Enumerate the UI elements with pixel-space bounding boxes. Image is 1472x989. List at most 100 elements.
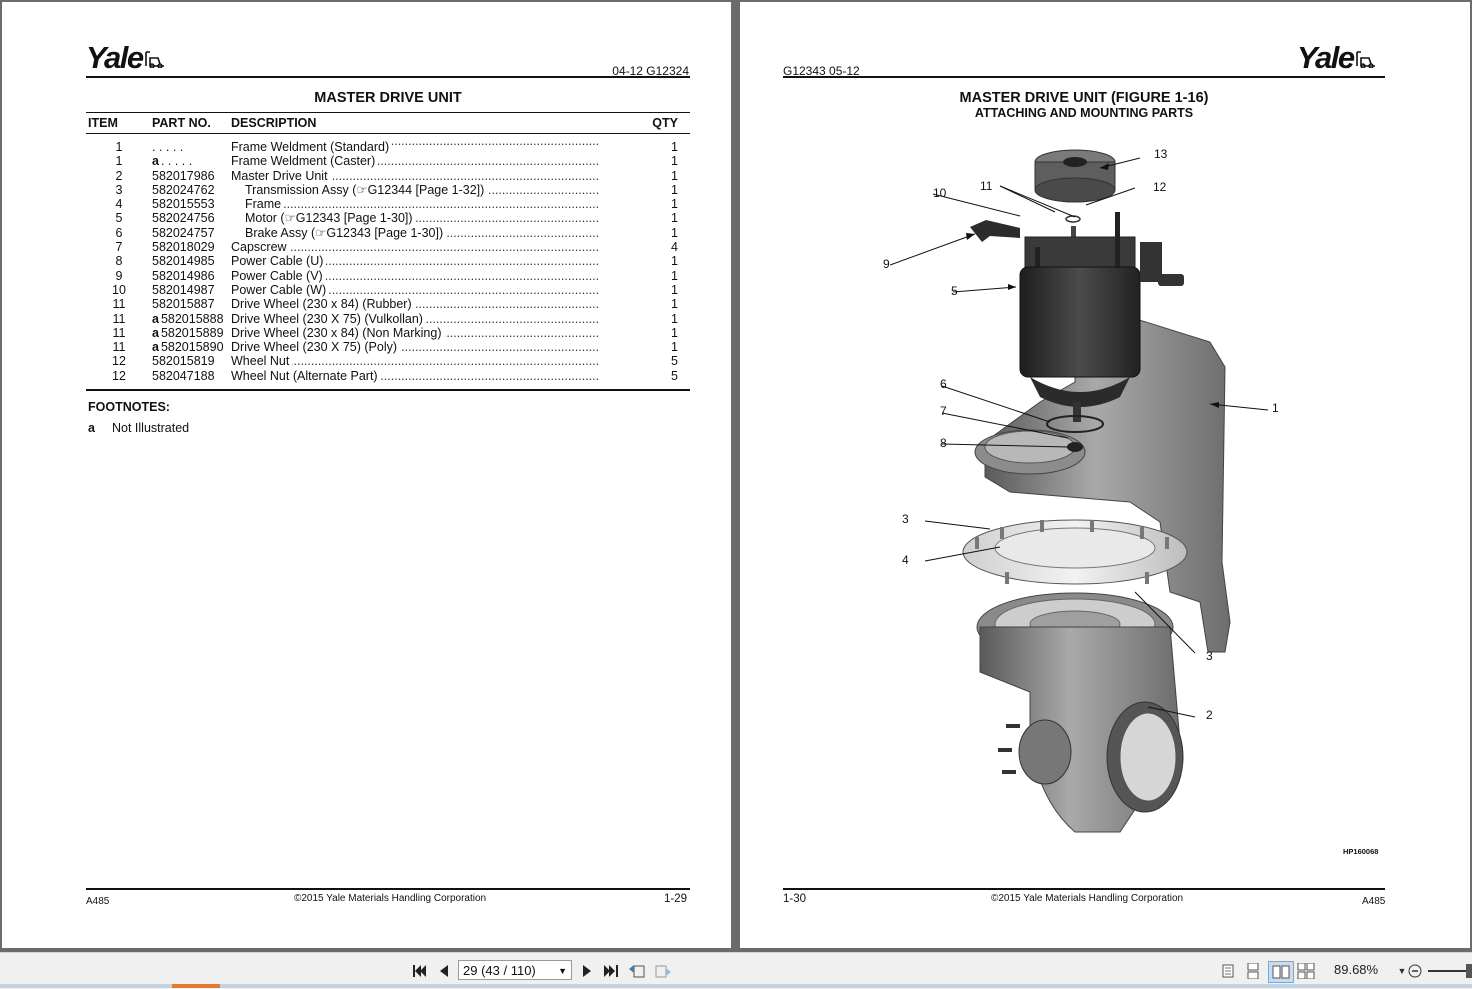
part-number: 582018029: [152, 240, 215, 255]
part-number: 582015888: [160, 311, 224, 326]
cell-item: 11: [112, 311, 126, 326]
description-text: Power Cable (U): [231, 254, 327, 269]
last-page-button[interactable]: [601, 961, 621, 981]
part-number: 582024762: [152, 182, 215, 197]
cell-description: ........................................…: [231, 325, 640, 340]
col-part-no: PART NO.: [152, 112, 231, 134]
cell-part-no: 582015819: [152, 354, 231, 368]
footer-left: A485: [86, 896, 110, 907]
header-rule: [86, 76, 690, 78]
single-page-view-button[interactable]: [1218, 961, 1238, 981]
description-text: Transmission Assy (☞G12344 [Page 1-32]): [231, 182, 488, 197]
cell-description: ........................................…: [231, 354, 640, 369]
footnotes-title: FOOTNOTES:: [88, 400, 170, 414]
cell-qty: 1: [671, 211, 678, 226]
cell-qty: 1: [671, 311, 678, 326]
footer-right: A485: [1362, 896, 1386, 907]
continuous-view-button[interactable]: [1243, 961, 1263, 981]
col-description: DESCRIPTION: [231, 112, 640, 134]
callout-6: 6: [940, 377, 947, 391]
zoom-slider[interactable]: [1428, 970, 1472, 972]
page-subtitle: ATTACHING AND MOUNTING PARTS: [974, 106, 1194, 120]
cell-qty: 1: [671, 197, 678, 212]
cell-description: ........................................…: [231, 154, 640, 169]
zoom-dropdown-button[interactable]: ▼: [1392, 961, 1412, 981]
cell-item: 7: [115, 240, 123, 255]
previous-page-icon: [440, 965, 448, 977]
cell-part-no: 582047188: [152, 369, 231, 383]
cell-part-no: 582024757: [152, 226, 231, 240]
description-text: Power Cable (V): [231, 268, 326, 283]
table-row: 3582024762..............................…: [86, 182, 690, 197]
table-row: 11a582015888............................…: [86, 311, 690, 326]
page-number-value: 29 (43 / 110): [463, 963, 536, 978]
description-text: Drive Wheel (230 X 75) (Poly): [231, 340, 401, 355]
footer-copyright: ©2015 Yale Materials Handling Corporatio…: [991, 893, 1184, 904]
page-title: MASTER DRIVE UNIT (FIGURE 1-16): [959, 90, 1209, 106]
part-number: 582015889: [160, 325, 224, 340]
previous-view-button[interactable]: [627, 961, 647, 981]
facing-view-button[interactable]: [1268, 961, 1294, 983]
table-row: 7 582018029..............................…: [86, 240, 690, 255]
cell-description: ........................................…: [231, 340, 640, 355]
cell-part-no: 582018029: [152, 240, 231, 254]
first-page-button[interactable]: [410, 961, 430, 981]
callout-8: 8: [940, 436, 947, 450]
next-page-button[interactable]: [577, 961, 597, 981]
cell-item: 12: [112, 368, 126, 383]
description-text: Frame Weldment (Standard): [231, 140, 393, 154]
callout-5: 5: [951, 284, 958, 298]
footer-page-number: 1-30: [783, 893, 807, 905]
cell-item: 11: [112, 297, 126, 312]
callout-10: 10: [933, 186, 947, 200]
dot-leader: ........................................…: [231, 240, 600, 255]
part-number: 582015890: [160, 340, 224, 355]
chevron-down-icon[interactable]: ▼: [558, 966, 567, 976]
cell-part-no: a. . . . .: [152, 154, 231, 168]
cell-qty: 1: [671, 282, 678, 297]
cell-item: 9: [115, 268, 123, 283]
cell-item: 3: [115, 182, 123, 197]
continuous-facing-view-button[interactable]: [1296, 961, 1316, 981]
previous-page-button[interactable]: [434, 961, 454, 981]
cell-description: ........................................…: [231, 168, 640, 183]
cell-part-no: 582024756: [152, 211, 231, 225]
cell-item: 1: [115, 154, 123, 169]
facing-pages-icon: [1272, 965, 1290, 979]
callout-7: 7: [940, 404, 947, 418]
cell-item: 11: [112, 325, 126, 340]
cell-qty: 1: [671, 340, 678, 355]
cell-qty: 1: [671, 254, 678, 269]
cell-qty: 1: [671, 268, 678, 283]
continuous-facing-icon: [1297, 963, 1315, 979]
zoom-slider-handle[interactable]: [1466, 964, 1472, 978]
part-number: 582024756: [152, 211, 215, 226]
zoom-level: 89.68%: [1334, 962, 1379, 977]
callout-2: 2: [1206, 708, 1213, 722]
next-view-button[interactable]: [653, 961, 673, 981]
figure-id: HP160068: [1343, 847, 1379, 856]
description-text: Capscrew: [231, 240, 290, 255]
page-number-field[interactable]: 29 (43 / 110) ▼: [458, 960, 572, 980]
cell-qty: 1: [671, 168, 678, 183]
document-viewer: Yale 04-12 G12324 MASTER DRIVE UNIT ITEM…: [0, 0, 1472, 952]
cell-part-no: 582014986: [152, 269, 231, 283]
description-text: Drive Wheel (230 x 84) (Non Marking): [231, 325, 445, 340]
table-row: 11a582015889............................…: [86, 325, 690, 340]
zoom-out-button[interactable]: [1405, 961, 1425, 981]
callout-3: 3: [902, 512, 909, 526]
col-qty: QTY: [640, 112, 690, 134]
description-text: Wheel Nut: [231, 354, 293, 369]
part-number: 582015553: [152, 197, 215, 212]
cell-description: ........................................…: [231, 134, 640, 155]
chevron-down-icon: ▼: [1397, 966, 1407, 976]
cell-qty: 1: [671, 154, 678, 169]
last-page-icon: [604, 965, 618, 977]
cell-part-no: 582017986: [152, 169, 231, 183]
cell-qty: 1: [671, 297, 678, 312]
description-text: Power Cable (W): [231, 282, 330, 297]
footnote-flag: a: [152, 311, 159, 326]
